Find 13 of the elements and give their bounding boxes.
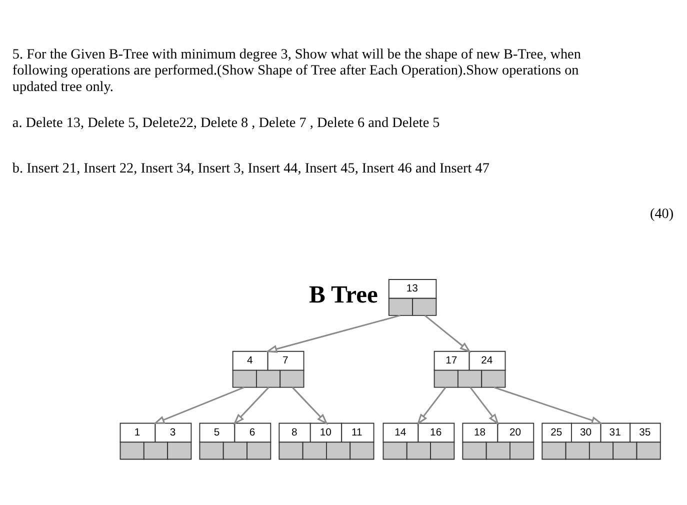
- node-text: 5 6: [214, 426, 256, 438]
- label: (40): [650, 206, 674, 222]
- node-text: 4 7: [247, 354, 288, 366]
- node-text: 14 16: [394, 426, 442, 438]
- label: b. Insert 21, Insert 22, Insert 34, Insert 3, Insert 44, Insert 45, Insert 46 and Insert 47: [12, 160, 490, 176]
- node-text: 8 10 11: [291, 426, 362, 438]
- node-text: 18 20: [474, 426, 522, 438]
- label: a. Delete 13, Delete 5, Delete22, Delete 8 , Delete 7 , Delete 6 and Delete 5: [12, 114, 440, 131]
- node-text: 25 30 31 35: [550, 426, 651, 438]
- node-text: 17 24: [446, 354, 493, 366]
- label: B Tree: [308, 280, 378, 308]
- node-text: 1 3: [134, 426, 176, 438]
- label: 5. For the Given B-Tree with minimum degree 3, Show what will be the shape of new B-Tree, when following operations are performed.(Show Shape of Tree after Each Operation).Show operations on updated tree only.: [12, 46, 581, 94]
